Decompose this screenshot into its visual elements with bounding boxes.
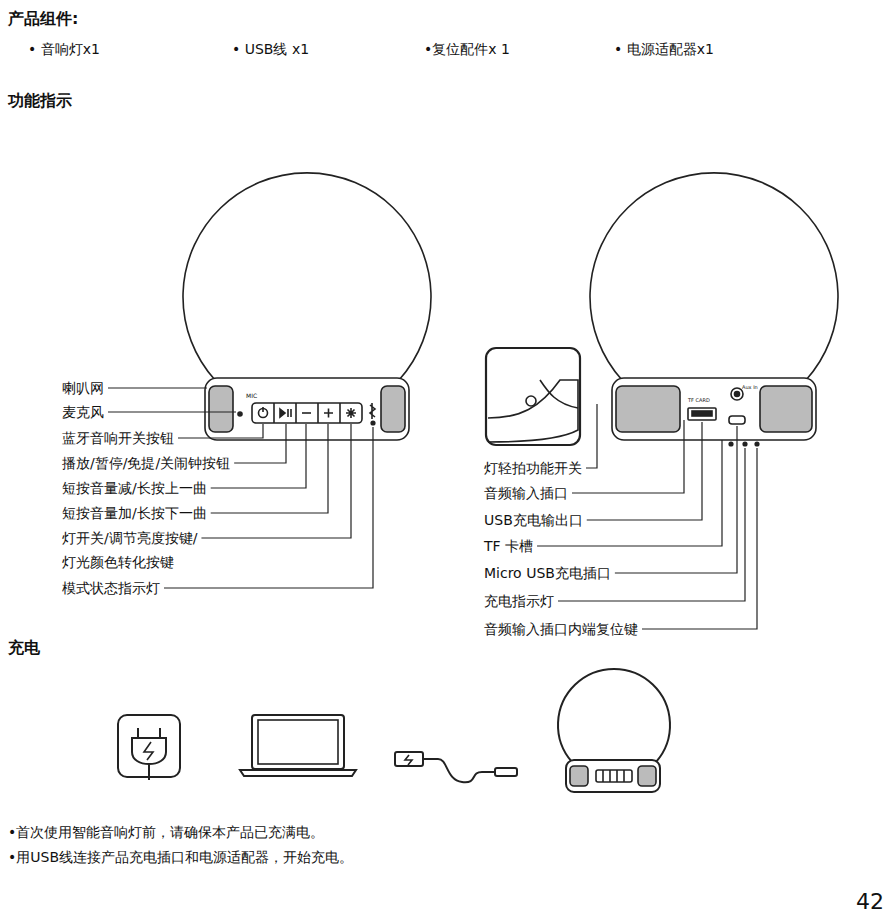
panel-marking: MIC [246, 392, 257, 399]
leader-line [587, 422, 702, 520]
part-label: 充电指示灯 [484, 593, 554, 610]
part-label: 灯开关/调节亮度按键/ [62, 530, 197, 547]
play-button [280, 409, 291, 417]
component-item: • USB线 x1 [232, 41, 309, 58]
lamp-base [205, 378, 409, 440]
speaker-grille [760, 386, 812, 432]
part-label: 播放/暂停/免提/关闹钟按钮 [62, 455, 230, 472]
section-heading: 充电 [8, 638, 40, 657]
volume-up-button [324, 409, 333, 418]
leader-line [201, 424, 351, 538]
component-item: •复位配件x 1 [424, 41, 510, 58]
note-text: •首次使用智能音响灯前，请确保本产品已充满电。 [8, 824, 324, 841]
inset-frame [486, 348, 580, 445]
aux-port [731, 388, 743, 400]
part-label: 音频输入插口 [484, 485, 568, 502]
leader-line [586, 404, 597, 468]
laptop-icon [252, 715, 344, 769]
speaker-grille [616, 386, 680, 432]
part-label: USB充电输出口 [484, 512, 583, 529]
leader-line [234, 424, 286, 463]
charge-led [729, 442, 733, 446]
bluetooth-symbol [370, 403, 375, 419]
usb-cable [395, 752, 423, 766]
leader-line [572, 420, 684, 493]
section-heading: 功能指示 [8, 91, 72, 110]
button-strip [252, 403, 362, 423]
inset-base [488, 380, 578, 442]
mic-hole [238, 412, 242, 416]
usb-port [688, 408, 716, 420]
part-label: 喇叭网 [62, 380, 104, 397]
speaker-grille [381, 386, 405, 432]
lamp-base [612, 378, 816, 440]
light-button [346, 408, 356, 418]
part-label: 麦克风 [62, 404, 104, 421]
reset-hole [755, 442, 759, 446]
leader-line [178, 424, 263, 438]
lamp-globe [590, 173, 838, 380]
part-label: 蓝牙音响开关按钮 [62, 430, 174, 447]
part-label: 音频输入插口内端复位键 [484, 621, 638, 638]
part-label: 灯光颜色转化按键 [62, 554, 174, 571]
leader-line [615, 426, 737, 573]
volume-down-button [302, 412, 311, 414]
component-item: • 电源适配器x1 [614, 41, 714, 58]
page-number: 42 [856, 889, 884, 915]
lamp-globe [183, 173, 431, 380]
part-label: 模式状态指示灯 [62, 580, 160, 597]
status-led [371, 421, 375, 425]
speaker-grille [209, 386, 233, 432]
tap-switch [526, 396, 536, 406]
leader-line [108, 411, 236, 412]
lamp-globe [558, 669, 670, 762]
part-label: Micro USB充电插口 [484, 565, 611, 582]
micro-usb-port [729, 416, 745, 424]
panel-marking: Aux In [742, 384, 758, 390]
part-label: 短按音量加/长按下一曲 [62, 505, 207, 522]
leader-line [108, 387, 207, 388]
part-label: TF 卡槽 [484, 538, 533, 555]
part-label: 短按音量减/长按上一曲 [62, 480, 207, 497]
leader-line [642, 448, 757, 629]
lamp-base [566, 760, 660, 792]
note-text: •用USB线连接产品充电插口和电源适配器，开始充电。 [8, 849, 353, 866]
component-item: • 音响灯x1 [28, 41, 100, 58]
page-title: 产品组件: [8, 9, 78, 28]
panel-marking: TF CARD [688, 397, 710, 403]
part-label: 灯轻拍功能开关 [484, 460, 582, 477]
